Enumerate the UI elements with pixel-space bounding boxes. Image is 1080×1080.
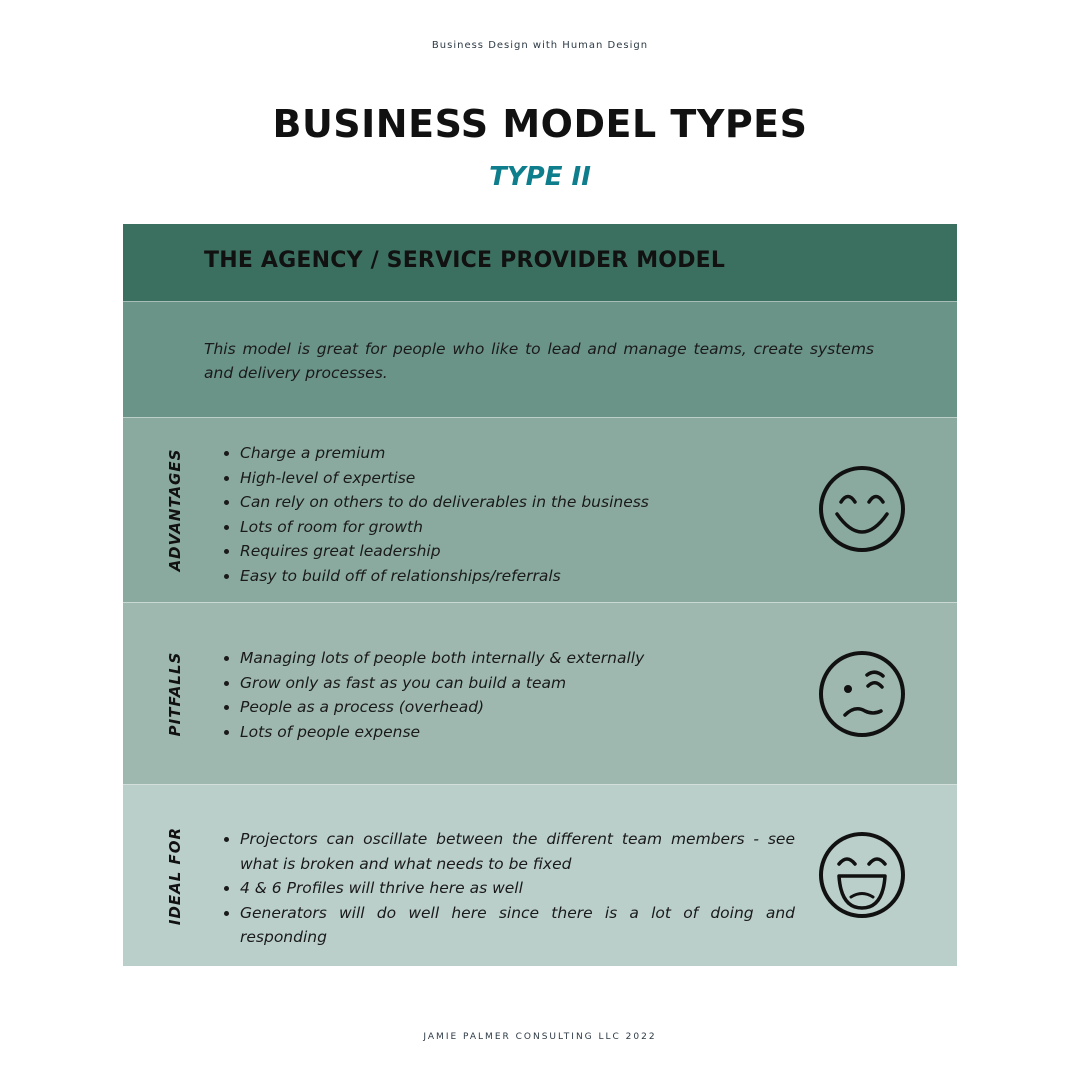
list-item: Generators will do well here since there… [240,901,795,950]
page-subtitle: TYPE II [489,162,591,192]
advantages-list: Charge a premium High-level of expertise… [221,441,649,589]
list-item: Charge a premium [240,441,649,466]
list-item: Grow only as fast as you can build a tea… [240,671,644,696]
laughing-face-icon [819,832,905,918]
pitfalls-list: Managing lots of people both internally … [221,646,644,744]
list-item: High-level of expertise [240,466,649,491]
footer-text: JAMIE PALMER CONSULTING LLC 2022 [423,1032,657,1042]
description-row: This model is great for people who like … [123,302,957,418]
list-item: Lots of room for growth [240,515,649,540]
pitfalls-row: PITFALLS Managing lots of people both in… [123,603,957,785]
list-item: Easy to build off of relationships/refer… [240,564,649,589]
advantages-label: ADVANTAGES [166,448,184,572]
list-item: Requires great leadership [240,539,649,564]
list-item: Lots of people expense [240,720,644,745]
list-item: Projectors can oscillate between the dif… [240,827,795,876]
advantages-row: ADVANTAGES Charge a premium High-level o… [123,418,957,603]
model-table: THE AGENCY / SERVICE PROVIDER MODEL This… [123,224,957,966]
list-item: 4 & 6 Profiles will thrive here as well [240,876,795,901]
model-heading: THE AGENCY / SERVICE PROVIDER MODEL [204,248,726,273]
top-tagline: Business Design with Human Design [431,40,649,51]
model-description: This model is great for people who like … [204,340,874,382]
pitfalls-label: PITFALLS [166,651,184,736]
list-item: People as a process (overhead) [240,695,644,720]
skeptical-face-icon [819,651,905,737]
list-item: Managing lots of people both internally … [240,646,644,671]
list-item: Can rely on others to do deliverables in… [240,490,649,515]
page-title: BUSINESS MODEL TYPES [272,102,808,146]
table-heading-row: THE AGENCY / SERVICE PROVIDER MODEL [123,224,957,302]
ideal-for-label: IDEAL FOR [166,826,184,925]
smiling-face-icon [819,466,905,552]
ideal-for-row: IDEAL FOR Projectors can oscillate betwe… [123,785,957,966]
ideal-for-list: Projectors can oscillate between the dif… [221,827,795,950]
